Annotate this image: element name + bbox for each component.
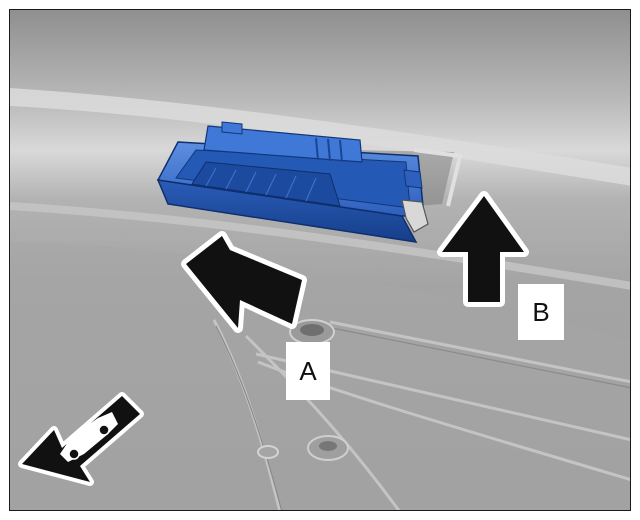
diagram-illustration — [10, 10, 630, 510]
clip-boss-a — [289, 319, 335, 345]
lamp-assembly — [156, 121, 429, 243]
lift-arrow-icon — [437, 191, 529, 307]
vehicle-front-direction-icon — [18, 392, 144, 486]
panel-crease — [10, 202, 630, 290]
lamp-lens — [191, 161, 341, 207]
panel-opening — [248, 148, 463, 207]
lower-boss — [257, 435, 349, 461]
diagram-frame: A B — [9, 9, 631, 511]
lamp-clip — [401, 199, 429, 233]
callout-b: B — [518, 284, 564, 340]
callout-a: A — [286, 342, 330, 400]
push-in-arrow-icon — [181, 231, 307, 333]
lamp-top-rib — [203, 125, 363, 163]
